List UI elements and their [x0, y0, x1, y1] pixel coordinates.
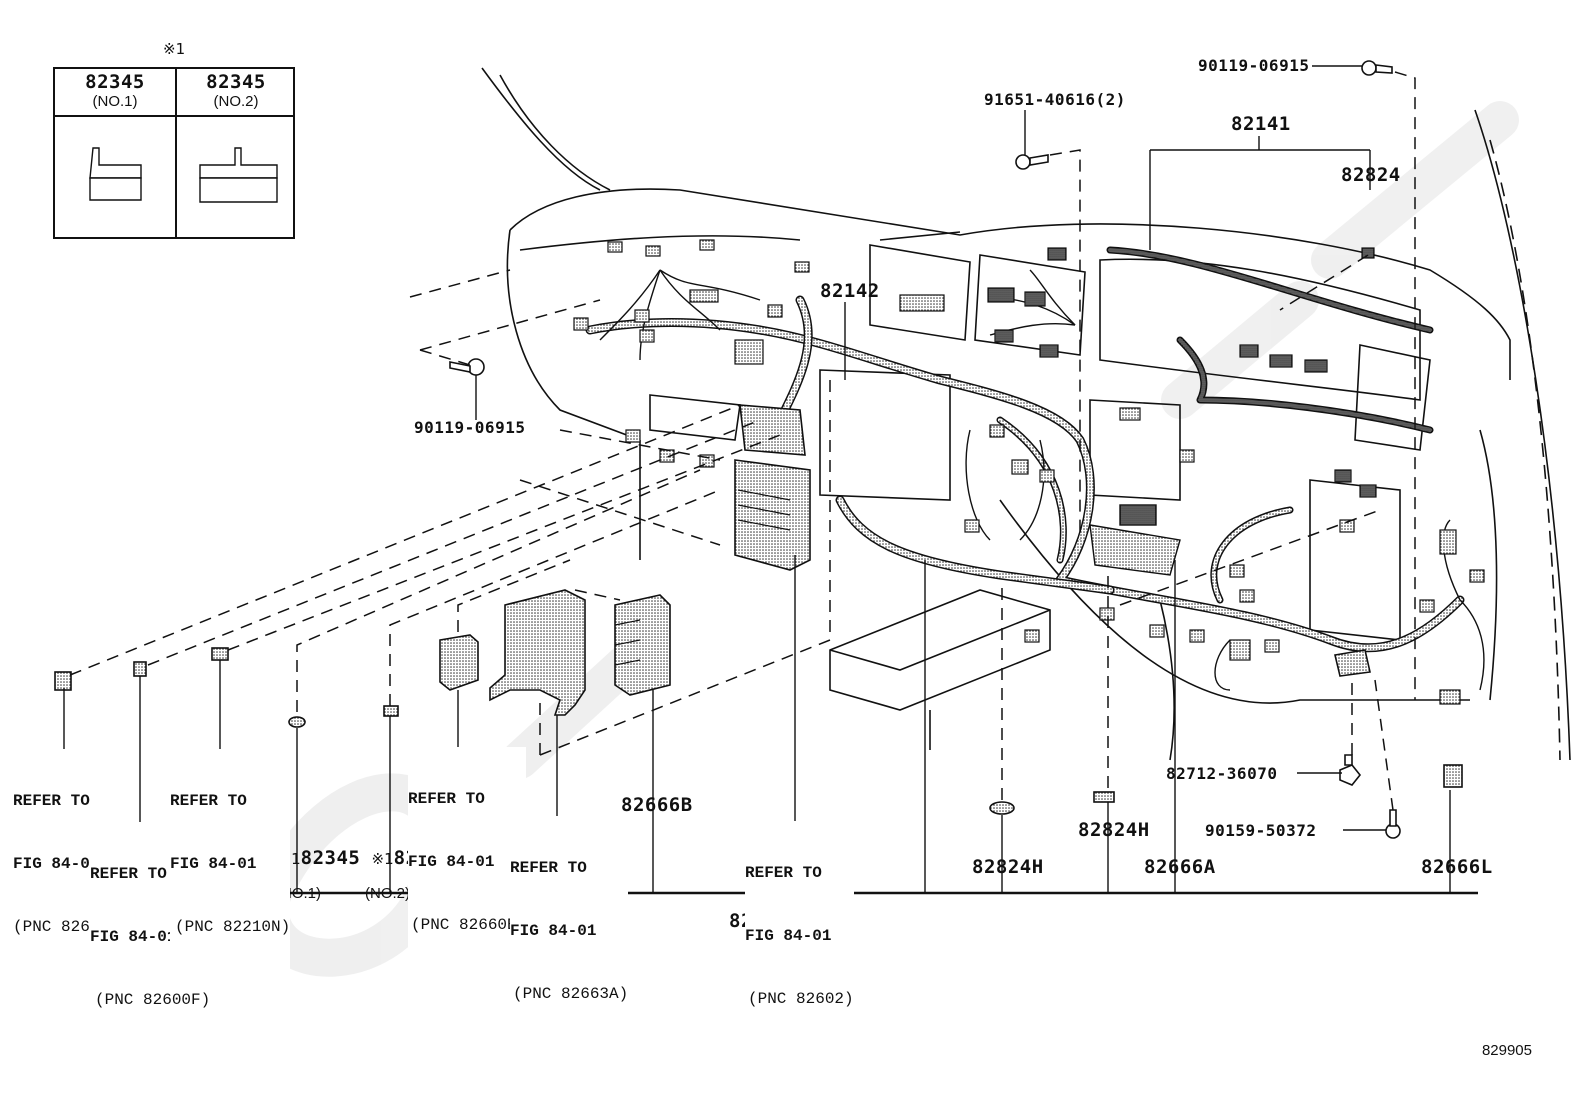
- callout-91651-40616[interactable]: 91651-40616(2): [984, 90, 1126, 109]
- callout-82824h-a[interactable]: 82824H: [1078, 819, 1150, 841]
- variant: (NO.2): [365, 885, 410, 902]
- part-number: 82345: [300, 847, 361, 869]
- callout-82712-36070[interactable]: 82712-36070: [1166, 764, 1278, 783]
- reference-line2: FIG 84-01: [745, 927, 832, 945]
- callout-90159-50372[interactable]: 90159-50372: [1205, 821, 1317, 840]
- legend-variant: (NO.1): [92, 93, 138, 110]
- reference-pnc-82663a[interactable]: REFER TO FIG 84-01 (PNC 82663A): [510, 816, 629, 1047]
- relay-block-82666a: [1089, 504, 1181, 576]
- reference-line1: REFER TO: [408, 790, 485, 808]
- callout-82666a[interactable]: 82666A: [1144, 856, 1216, 878]
- legend-col-no1: 82345 (NO.1): [55, 71, 175, 110]
- reference-line1: REFER TO: [745, 864, 822, 882]
- reference-pnc: (PNC 82600F): [95, 991, 211, 1009]
- dashboard-panel: [506, 188, 1511, 761]
- legend-marker: ※1: [163, 40, 186, 58]
- legend-divider-v: [175, 69, 177, 237]
- reference-line2: FIG 84-01: [13, 855, 100, 873]
- callout-82666b[interactable]: 82666B: [621, 794, 693, 816]
- legend-part-number: 82345: [206, 71, 266, 93]
- callout-82666l[interactable]: 82666L: [1421, 856, 1493, 878]
- reference-pnc: (PNC 82210N): [175, 918, 291, 936]
- note-marker: ※1: [371, 850, 394, 868]
- exploded-components: [54, 60, 1463, 839]
- reference-pnc-82602[interactable]: REFER TO FIG 84-01 (PNC 82602): [745, 821, 854, 1052]
- legend-divider-h: [55, 115, 293, 117]
- reference-line2: FIG 84-01: [170, 855, 257, 873]
- reference-line1: REFER TO: [90, 865, 167, 883]
- reference-line2: FIG 84-01: [510, 922, 597, 940]
- reference-line2: FIG 84-01: [408, 853, 495, 871]
- figure-number: 829905: [1481, 1042, 1532, 1059]
- legend-part-number: 82345: [85, 71, 145, 93]
- reference-pnc: (PNC 82663A): [513, 985, 629, 1003]
- reference-line2: FIG 84-01: [90, 928, 177, 946]
- legend-variant: (NO.2): [213, 93, 259, 110]
- reference-pnc-82210n[interactable]: REFER TO FIG 84-01 (PNC 82210N): [170, 749, 291, 980]
- reference-pnc: (PNC 82602): [748, 990, 854, 1008]
- reference-line1: REFER TO: [170, 792, 247, 810]
- callout-82142[interactable]: 82142: [820, 280, 880, 302]
- explode-lines: [69, 71, 1416, 811]
- legend-col-no2: 82345 (NO.2): [177, 71, 295, 110]
- reference-line1: REFER TO: [13, 792, 90, 810]
- callout-82824h-b[interactable]: 82824H: [972, 856, 1044, 878]
- reference-pnc-82660b[interactable]: REFER TO FIG 84-01 (PNC 82660B): [408, 747, 527, 978]
- callout-82141[interactable]: 82141: [1231, 113, 1291, 135]
- reference-pnc: (PNC 82660B): [411, 916, 527, 934]
- callout-82824[interactable]: 82824: [1341, 164, 1401, 186]
- wire-harness: [585, 246, 1465, 653]
- legend-clip-drawings: [89, 147, 278, 203]
- junction-block-82602: [649, 394, 811, 571]
- callout-90119-06915-top[interactable]: 90119-06915: [1198, 56, 1310, 75]
- reference-line1: REFER TO: [510, 859, 587, 877]
- connectors: [573, 239, 1485, 705]
- vehicle-body-outline: [481, 67, 1571, 761]
- callout-90119-06915-left[interactable]: 90119-06915: [414, 418, 526, 437]
- legend-table: 82345 (NO.1) 82345 (NO.2): [53, 67, 295, 239]
